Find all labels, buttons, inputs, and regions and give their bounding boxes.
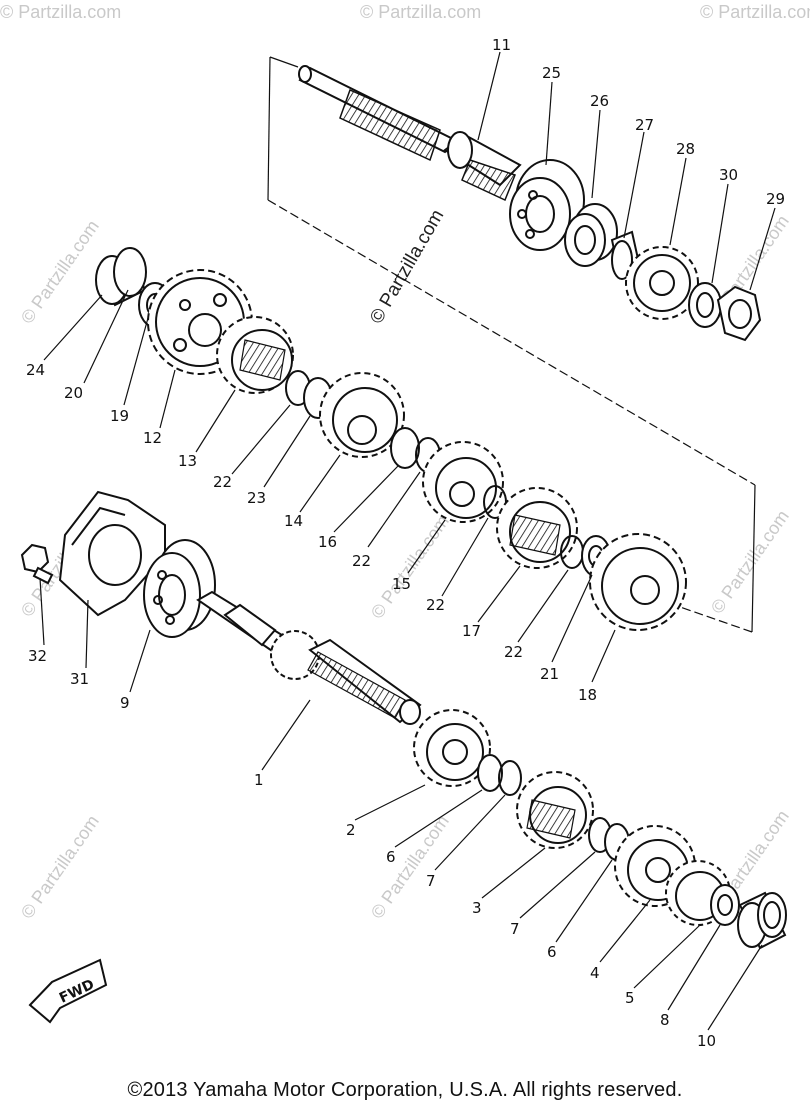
- watermark-tile: © Partzilla.com: [17, 811, 103, 922]
- copyright-notice: ©2013 Yamaha Motor Corporation, U.S.A. A…: [127, 1079, 683, 1101]
- bearing-25: [509, 159, 585, 251]
- gear-2: [413, 709, 491, 787]
- gear-14: [319, 372, 405, 458]
- oil-seal-26: [564, 203, 618, 267]
- label-part-8: 8: [660, 1011, 670, 1029]
- label-part-22: 22: [213, 473, 232, 491]
- drive-sprocket-28: [625, 246, 699, 320]
- washer-6a: [477, 754, 503, 792]
- label-part-7: 7: [510, 920, 520, 938]
- watermark-tile: © Partzilla.com: [707, 506, 793, 617]
- gear-15: [422, 441, 504, 523]
- label-part-16: 16: [318, 533, 337, 551]
- label-part-1: 1: [254, 771, 264, 789]
- label-part-30: 30: [719, 166, 738, 184]
- label-part-13: 13: [178, 452, 197, 470]
- label-part-26: 26: [590, 92, 609, 110]
- label-part-23: 23: [247, 489, 266, 507]
- label-part-18: 18: [578, 686, 597, 704]
- watermark-tile: © Partzilla.com: [700, 2, 810, 22]
- label-part-17: 17: [462, 622, 481, 640]
- label-part-6: 6: [386, 848, 396, 866]
- label-part-5: 5: [625, 989, 635, 1007]
- gear-18: [589, 533, 687, 631]
- label-part-32: 32: [28, 647, 47, 665]
- label-part-4: 4: [590, 964, 600, 982]
- label-part-12: 12: [143, 429, 162, 447]
- label-part-25: 25: [542, 64, 561, 82]
- gear-3: [516, 771, 594, 849]
- label-part-7: 7: [426, 872, 436, 890]
- gear-17: [496, 487, 578, 569]
- circlip-16: [390, 427, 420, 469]
- watermark-tile: © Partzilla.com: [17, 216, 103, 327]
- bolt-32: [20, 543, 54, 585]
- watermark-tile: © Partzilla.com: [360, 2, 481, 22]
- washer-8: [710, 884, 740, 926]
- label-part-20: 20: [64, 384, 83, 402]
- lock-washer-30: [688, 282, 722, 328]
- main-axle-1: [196, 590, 422, 725]
- bearing-retainer-31: [58, 490, 166, 617]
- label-part-29: 29: [766, 190, 785, 208]
- part-labels: 11 25 26 27 28 30 29 24 20 19 12 13 22 2…: [26, 36, 785, 1050]
- label-part-14: 14: [284, 512, 303, 530]
- label-part-6: 6: [547, 943, 557, 961]
- label-part-19: 19: [110, 407, 129, 425]
- gear-13: [216, 316, 294, 394]
- label-part-3: 3: [472, 899, 482, 917]
- drive-axle-upper: [298, 65, 522, 202]
- fwd-arrow-icon: FWD: [28, 958, 108, 1024]
- watermark-main: © Partzilla.com: [366, 206, 448, 327]
- label-part-11: 11: [492, 36, 511, 54]
- circlip-7a: [498, 760, 522, 796]
- label-part-24: 24: [26, 361, 45, 379]
- label-part-10: 10: [697, 1032, 716, 1050]
- bearing-9: [143, 539, 216, 638]
- bearing-24: [95, 247, 147, 307]
- label-part-22: 22: [504, 643, 523, 661]
- leader-lines: [39, 51, 776, 1031]
- label-part-28: 28: [676, 140, 695, 158]
- watermark-tile: © Partzilla.com: [367, 811, 453, 922]
- label-part-2: 2: [346, 821, 356, 839]
- label-part-22: 22: [352, 552, 371, 570]
- nut-29: [716, 285, 762, 342]
- label-part-22: 22: [426, 596, 445, 614]
- label-part-27: 27: [635, 116, 654, 134]
- label-part-15: 15: [392, 575, 411, 593]
- label-part-31: 31: [70, 670, 89, 688]
- bearing-10: [737, 891, 787, 950]
- label-part-9: 9: [120, 694, 130, 712]
- label-part-21: 21: [540, 665, 559, 683]
- watermark-tile: © Partzilla.com: [0, 2, 121, 22]
